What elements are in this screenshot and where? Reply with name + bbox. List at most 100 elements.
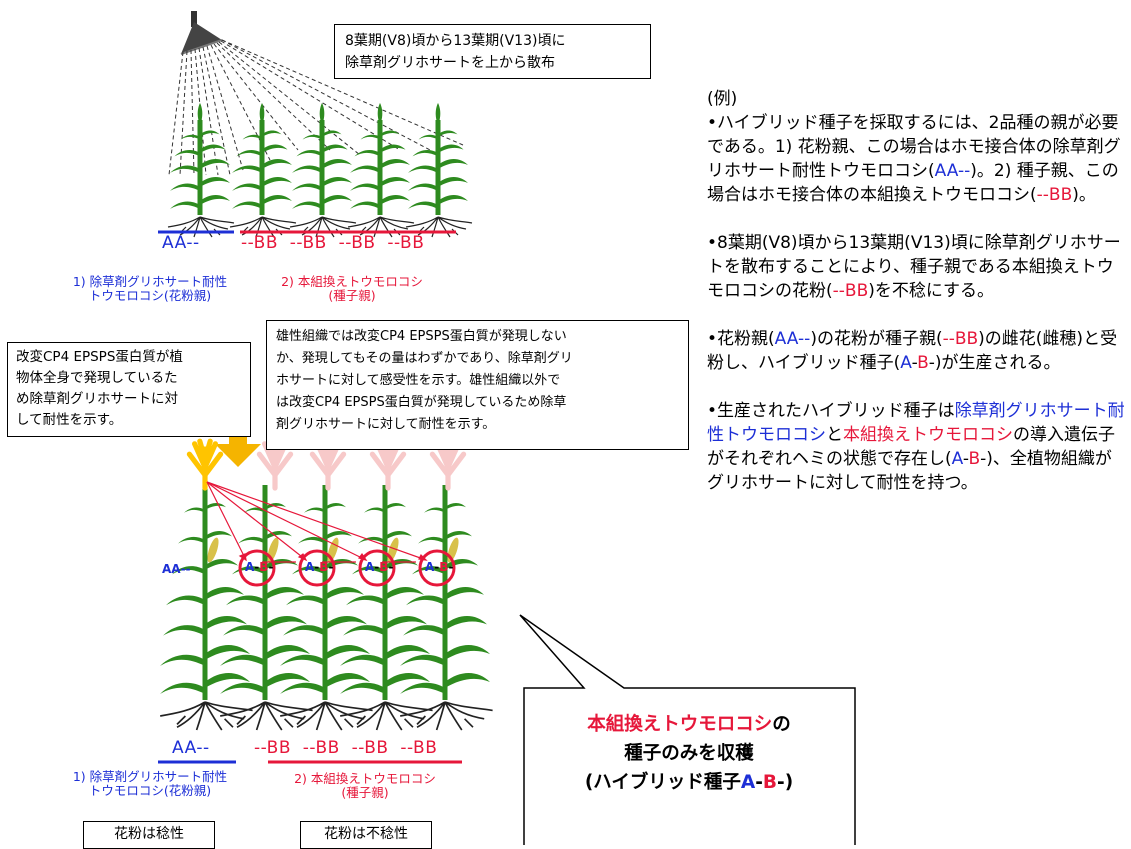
text-span: - <box>911 353 918 373</box>
seed-label: A-B- <box>245 560 273 574</box>
label-line: 2) 本組換えトウモロコシ <box>281 274 423 289</box>
top-genotype-seed: --BB --BB --BB --BB <box>241 233 425 253</box>
text-b: B <box>968 449 981 469</box>
text-span: •花粉親( <box>707 329 775 349</box>
spray-note: 8葉期(V8)頃から13葉期(V13)頃に 除草剤グリホサートを上から散布 <box>334 24 651 79</box>
note-line: ホサートに対して感受性を示す。雄性組織以外で <box>276 373 561 388</box>
note-line: め除草剤グリホサートに対 <box>16 391 178 407</box>
seed-label-dash: - <box>328 560 334 574</box>
note-line: 剤グリホサートに対して耐性を示す。 <box>276 417 496 432</box>
explanation-paragraph-3: •花粉親(AA--)の花粉が種子親(--BB)の雌花(雌穂)と受粉し、ハイブリッ… <box>707 327 1125 375</box>
seed-label-dash: - <box>268 560 274 574</box>
bottom-plants <box>160 485 493 730</box>
text-span: - <box>962 449 969 469</box>
note-line: して耐性を示す。 <box>16 412 123 428</box>
text-span: )の雌花(雌穂)と受粉し、ハイブリッド種子( <box>707 329 1118 373</box>
callout-suffix: -) <box>777 772 794 793</box>
seed-label: A-B- <box>425 560 453 574</box>
text-span: •生産されたハイブリッド種子は <box>707 401 955 421</box>
down-arrow-icon <box>215 431 261 467</box>
seed-label-b: B <box>319 560 329 574</box>
text-span: -)、全植物組織がグリホサートに対して耐性を持つ。 <box>707 449 1112 493</box>
top-plants <box>168 103 472 237</box>
example-heading: (例) <box>707 89 738 109</box>
note-line: 雄性組織では改変CP4 EPSPS蛋白質が発現しない <box>276 329 567 344</box>
callout-red-text: 本組換えトウモロコシ <box>587 714 773 735</box>
text-bb: --BB <box>1036 185 1073 205</box>
callout-bubble <box>519 614 856 845</box>
text-blue: 除草剤グリホサート耐性トウモロコシ <box>707 401 1125 445</box>
bottom-label-seed-parent: 2) 本組換えトウモロコシ (種子親) <box>280 772 450 800</box>
seed-label-a: A <box>425 560 435 574</box>
plant-label-aa: AA-- <box>162 562 191 576</box>
text-span: •8葉期(V8)頃から13葉期(V13)頃に除草剤グリホサートを散布することによ… <box>707 233 1121 301</box>
explanation-paragraph-2: •8葉期(V8)頃から13葉期(V13)頃に除草剤グリホサートを散布することによ… <box>707 231 1125 303</box>
text-span: •ハイブリッド種子を採取するには、2品種の親が必要である。1) 花粉親、この場合… <box>707 113 1121 181</box>
text-b: B <box>917 353 929 373</box>
top-label-seed-parent: 2) 本組換えトウモロコシ (種子親) <box>262 275 442 303</box>
bottom-genotype-seed: --BB --BB --BB --BB <box>254 738 438 758</box>
text-span: と <box>826 425 843 445</box>
text-span: )。2) 種子親、この場合はホモ接合体の本組換えトウモロコシ( <box>707 161 1119 205</box>
label-line: (種子親) <box>341 785 389 800</box>
text-bb: --BB <box>942 329 979 349</box>
seed-label-a: A <box>305 560 315 574</box>
text-a: A <box>900 353 912 373</box>
callout-prefix: (ハイブリッド種子 <box>584 772 741 793</box>
callout-line-1: 本組換えトウモロコシの <box>523 710 855 739</box>
text-bb: --BB <box>832 281 869 301</box>
top-label-pollen-parent: 1) 除草剤グリホサート耐性 トウモロコシ(花粉親) <box>30 275 270 303</box>
label-line: 1) 除草剤グリホサート耐性 <box>72 769 228 784</box>
note-line: か、発現してもその量はわずかであり、除草剤グリ <box>276 351 573 366</box>
explanation-paragraph-1: •ハイブリッド種子を採取するには、2品種の親が必要である。1) 花粉親、この場合… <box>707 111 1125 207</box>
seed-label: A-B- <box>305 560 333 574</box>
label-line: トウモロコシ(花粉親) <box>88 783 212 798</box>
text-aa: AA-- <box>934 161 971 181</box>
note-line: は改変CP4 EPSPS蛋白質が発現しているため除草 <box>276 395 567 410</box>
seed-label-dash: - <box>374 560 380 574</box>
callout-text: 本組換えトウモロコシの 種子のみを収穫 (ハイブリッド種子A-B-) <box>523 710 855 797</box>
callout-line-2: 種子のみを収穫 <box>624 743 754 764</box>
callout-b: B <box>762 772 778 793</box>
seed-label: A-B- <box>365 560 393 574</box>
seed-label-b: B <box>259 560 269 574</box>
explanation-paragraph-4: •生産されたハイブリッド種子は除草剤グリホサート耐性トウモロコシと本組換えトウモ… <box>707 399 1125 495</box>
seed-label-a: A <box>245 560 255 574</box>
seed-label-dash: - <box>434 560 440 574</box>
spray-note-line: 8葉期(V8)頃から13葉期(V13)頃に <box>345 33 566 49</box>
spray-note-line: 除草剤グリホサートを上から散布 <box>345 55 555 71</box>
seed-label-dash: - <box>448 560 454 574</box>
text-span: )を不稔にする。 <box>868 281 995 301</box>
text-red: 本組換えトウモロコシ <box>843 425 1013 445</box>
callout-line-3: (ハイブリッド種子A-B-) <box>523 768 855 797</box>
callout-a: A <box>740 772 756 793</box>
sprayer-nozzle <box>180 11 223 55</box>
text-span: )。 <box>1072 185 1096 205</box>
seed-label-b: B <box>439 560 449 574</box>
seed-parent-note: 雄性組織では改変CP4 EPSPS蛋白質が発現しない か、発現してもその量はわず… <box>266 320 689 450</box>
text-aa: AA-- <box>774 329 811 349</box>
bottom-label-pollen-parent: 1) 除草剤グリホサート耐性 トウモロコシ(花粉親) <box>30 770 270 798</box>
seed-circles <box>238 549 456 587</box>
callout-text-suffix: の <box>772 714 791 735</box>
label-line: 1) 除草剤グリホサート耐性 <box>72 274 228 289</box>
label-line: (種子親) <box>328 288 376 303</box>
bottom-genotype-pollen: AA-- <box>172 738 210 758</box>
top-genotype-pollen: AA-- <box>162 233 200 253</box>
note-line: 改変CP4 EPSPS蛋白質が植 <box>16 349 183 365</box>
text-span: の導入遺伝子がそれぞれヘミの状態で存在し( <box>707 425 1115 469</box>
text-span: -)が生産される。 <box>928 353 1061 373</box>
note-line: 物体全身で発現しているた <box>16 370 178 386</box>
pollen-parent-note: 改変CP4 EPSPS蛋白質が植 物体全身で発現しているた め除草剤グリホサート… <box>7 342 251 437</box>
seed-label-a: A <box>365 560 375 574</box>
text-span: )の花粉が種子親( <box>810 329 943 349</box>
seed-label-dash: - <box>314 560 320 574</box>
callout-dash: - <box>755 772 763 793</box>
seed-label-dash: - <box>254 560 260 574</box>
explanation-text: (例) •ハイブリッド種子を採取するには、2品種の親が必要である。1) 花粉親、… <box>707 87 1125 519</box>
label-line: 2) 本組換えトウモロコシ <box>294 771 436 786</box>
label-line: トウモロコシ(花粉親) <box>88 288 212 303</box>
pollen-fertile-box: 花粉は稔性 <box>83 821 215 849</box>
text-a: A <box>951 449 963 469</box>
